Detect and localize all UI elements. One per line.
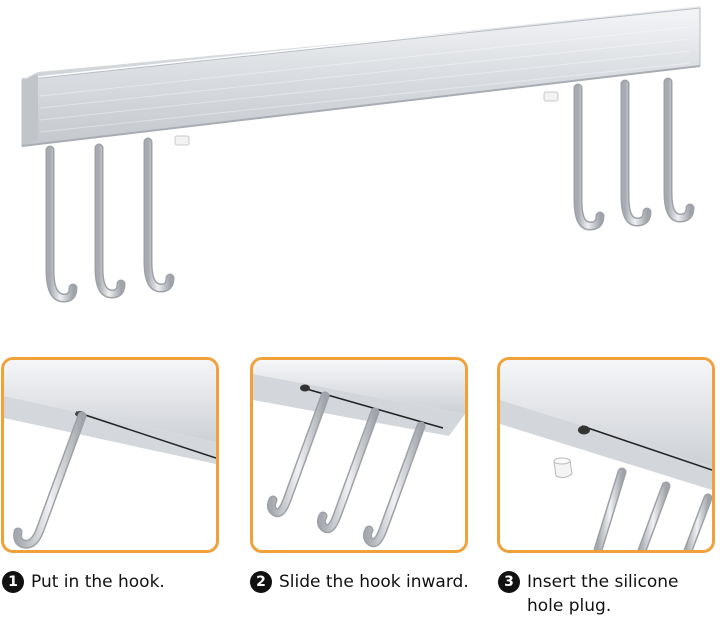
step-1-panel [1,357,219,553]
step-1-text: Put in the hook. [31,572,165,592]
step-1-number-badge: 1 [2,571,24,593]
step-2-number-badge: 2 [250,571,272,593]
step-2-caption: 2 Slide the hook inward. [250,570,469,594]
hook [362,421,426,548]
step-3-number-badge: 3 [498,571,520,593]
hook [94,143,126,299]
put-in-hook-illustration [4,360,216,549]
hole-plug [553,457,573,479]
hook [573,83,605,231]
hook [637,481,671,550]
hook [593,467,627,550]
step-3-text: Insert the silicone hole plug. [527,572,679,616]
hole-plug [543,91,559,102]
hook [683,493,712,550]
step-2-text: Slide the hook inward. [279,572,469,592]
hole-plug [174,135,190,146]
hook [620,79,652,227]
step-2-panel [250,357,468,553]
hook [316,407,380,534]
step-1-caption: 1 Put in the hook. [2,570,165,594]
step-3-panel [497,357,715,553]
hook [143,137,175,293]
hook [663,77,695,223]
step-3-caption: 3 Insert the silicone hole plug. [498,570,718,618]
hook [266,391,330,518]
insert-plug-illustration [500,360,712,550]
wall-rail-illustration [21,6,701,303]
slide-hook-illustration [253,360,465,548]
rail-bar [21,6,701,147]
hook [45,145,78,303]
